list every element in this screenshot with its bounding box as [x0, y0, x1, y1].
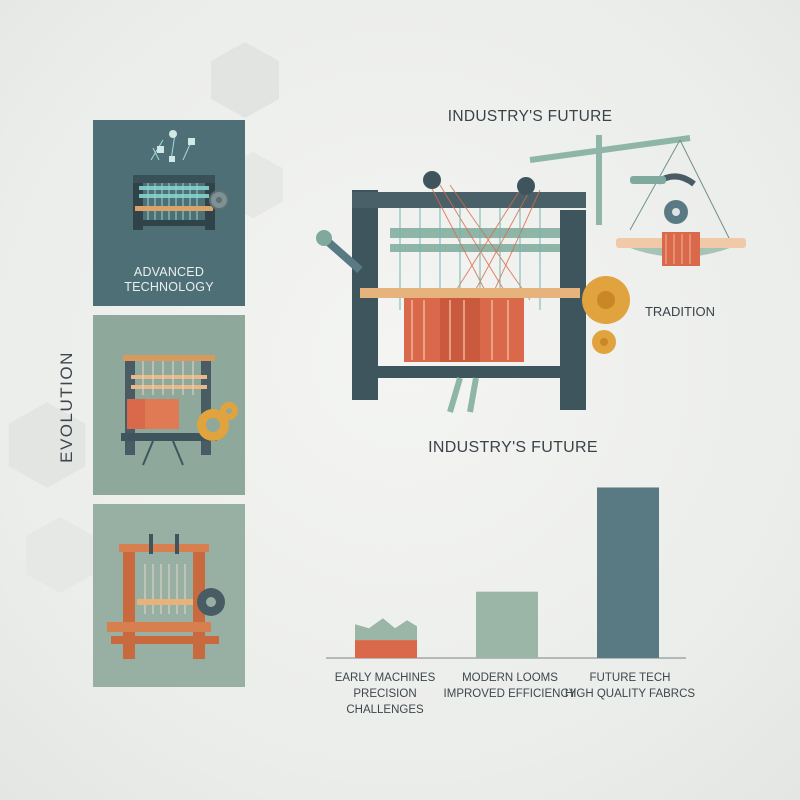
- panel-label-line2: TECHNOLOGY: [124, 280, 214, 294]
- evolution-label: EVOLUTION: [57, 351, 76, 463]
- advanced-loom-icon: [133, 130, 229, 230]
- hexagon-icon: [26, 517, 94, 593]
- panel-advanced-technology: ADVANCED TECHNOLOGY: [93, 120, 245, 306]
- bar: [476, 591, 538, 658]
- category-label: FUTURE TECH HIGH QUALITY FABRCS: [564, 672, 696, 700]
- bar-chart: [326, 487, 686, 659]
- bar: [355, 618, 417, 658]
- hexagon-icon: [211, 42, 279, 118]
- gear-icon: [582, 276, 630, 354]
- top-title: INDUSTRY'S FUTURE: [447, 108, 613, 125]
- category-label: EARLY MACHINES PRECISION CHALLENGES: [334, 672, 436, 716]
- gear-icon: [197, 588, 225, 616]
- main-loom-illustration: [316, 135, 746, 413]
- panel-label-line1: ADVANCED: [133, 265, 205, 279]
- hexagon-icon: [8, 402, 86, 488]
- modern-loom-icon: [121, 355, 238, 466]
- category-label: MODERN LOOMS IMPROVED EFFICIENCY: [443, 672, 577, 700]
- panel-modern-loom: [93, 315, 245, 495]
- tradition-label: TRADITION: [644, 304, 716, 319]
- chart-title: INDUSTRY'S FUTURE: [428, 439, 598, 456]
- scale-icon: [529, 135, 746, 266]
- early-loom-icon: [107, 534, 225, 659]
- gear-icon: [197, 402, 238, 441]
- panel-early-loom: [93, 504, 245, 687]
- bar: [597, 487, 659, 658]
